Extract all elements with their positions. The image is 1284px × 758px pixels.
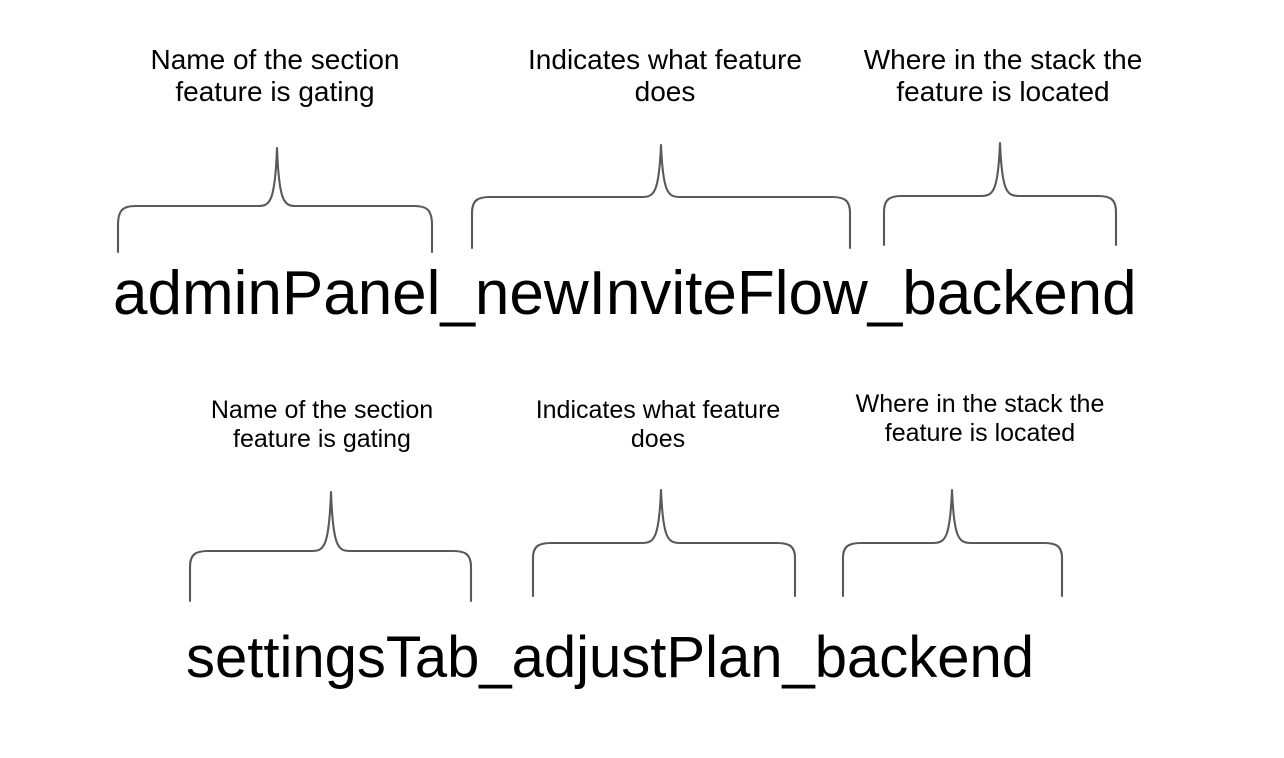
feature-flag-name-row2: settingsTab_adjustPlan_backend [186,625,1035,690]
brace-row2-behavior [531,488,797,598]
annotation-row1-section: Name of the section feature is gating [150,44,400,108]
brace-row2-section [188,490,473,603]
brace-row1-section [116,146,434,254]
feature-flag-name-row1: adminPanel_newInviteFlow_backend [113,259,1137,328]
brace-row1-behavior [470,143,852,250]
annotation-row2-section: Name of the section feature is gating [210,396,434,453]
annotation-row1-layer: Where in the stack the feature is locate… [863,44,1143,108]
brace-row2-layer [841,488,1064,598]
brace-row1-layer [882,141,1118,247]
annotation-row2-layer: Where in the stack the feature is locate… [855,390,1105,447]
annotation-row2-behavior: Indicates what feature does [535,396,781,453]
annotation-row1-behavior: Indicates what feature does [528,44,802,108]
